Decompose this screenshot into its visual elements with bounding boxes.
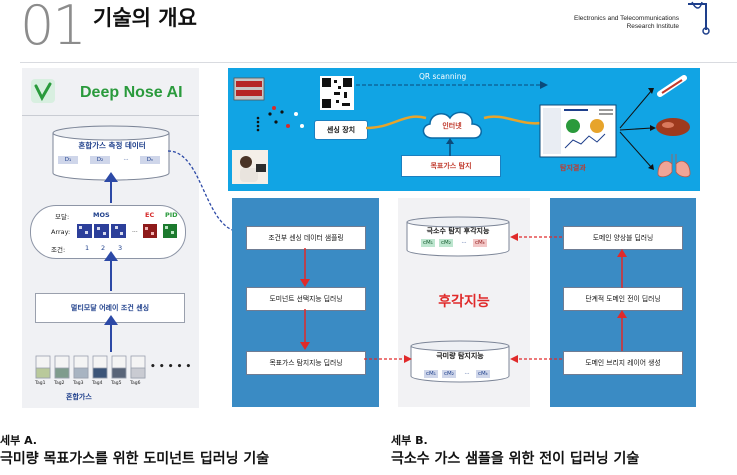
arrow-down-icon <box>300 309 310 350</box>
step-b1: 도메인 양상블 딥러닝 <box>563 226 683 250</box>
result-fan-arrows <box>619 88 656 170</box>
data-chips: D₁ D₂ ··· Dₙ <box>56 156 166 168</box>
arrow-up-icon <box>446 138 454 156</box>
condition-1: 1 <box>85 244 90 252</box>
rare-chip-2: cM₂ <box>439 239 453 247</box>
page-title: 기술의 개요 <box>93 6 197 30</box>
gas-particles-icon <box>256 106 304 132</box>
connector-multimodal-gas <box>110 322 112 352</box>
olfactory-intelligence-label: 후각지능 <box>438 294 490 310</box>
trace-chip-ellipsis: ··· <box>464 371 470 377</box>
step-b2: 단계적 도메인 전이 딥러닝 <box>563 287 683 311</box>
footer-b-title: 극소수 가스 샘플을 위한 전이 딥러닝 기술 <box>391 451 640 467</box>
arrow-up-icon <box>104 172 118 182</box>
step-b3: 도메인 브리지 레이어 생성 <box>563 351 683 375</box>
etri-logo-icon <box>688 1 710 35</box>
trace-chips: cM₁ cM₂ ··· cMₖ <box>424 370 510 380</box>
org-name-line1: Electronics and Telecommunications <box>573 15 679 22</box>
dashed-arrow-a-to-trace <box>364 355 412 363</box>
meat-icon <box>656 118 690 136</box>
chip-d1: D₁ <box>58 156 78 164</box>
connector-cylinder-capsule <box>110 179 112 203</box>
deep-nose-logo-icon <box>31 79 55 103</box>
trace-chip-k: cMₖ <box>476 370 490 378</box>
footer-a-title: 극미량 목표가스를 위한 도미넌트 딥러닝 기술 <box>0 451 270 467</box>
cylinder-title: 혼합가스 측정 데이터 <box>78 141 146 150</box>
org-name: Electronics and Telecommunications Resea… <box>567 15 679 31</box>
footer-a-label: 세부 A. <box>0 434 37 447</box>
section-number: 01 <box>20 0 87 57</box>
gas-bottles: Tag1 Tag2 Tag3 Tag4 Tag5 Tag6 • • • • • <box>32 352 192 394</box>
internet-label: 인터넷 <box>442 122 462 130</box>
mos-label: MOS <box>93 211 110 219</box>
org-name-line2: Research Institute <box>626 23 679 30</box>
step-a2: 도미넌트 선택지능 딥러닝 <box>246 287 366 311</box>
condition-3: 3 <box>118 244 123 252</box>
person-photo-icon <box>232 150 268 184</box>
sensor-device-icon <box>233 77 265 101</box>
rare-detect-cylinder <box>406 216 510 257</box>
condition-2: 2 <box>101 244 106 252</box>
footer-b-label: 세부 B. <box>391 434 428 447</box>
dashboard-screen-icon <box>539 104 617 158</box>
lungs-icon <box>657 154 691 178</box>
gas-tag-2: Tag2 <box>54 381 65 386</box>
condition-label: 조건: <box>51 246 66 254</box>
brand-divider <box>22 115 199 116</box>
cloud-icon <box>422 111 482 139</box>
dashed-arrow-b-to-trace <box>510 355 562 363</box>
arrow-up-icon <box>617 249 627 288</box>
chip-d2: D₂ <box>90 156 110 164</box>
qr-scanning-label: QR scanning <box>419 72 467 81</box>
dashed-arrow-b-to-rare <box>510 233 562 241</box>
rare-chip-ellipsis: ··· <box>461 240 467 246</box>
rare-detect-title: 극소수 탐지 후각지능 <box>426 227 490 235</box>
qr-scan-arrow <box>356 81 548 89</box>
arrow-down-icon <box>300 248 310 287</box>
trace-detect-title: 극미량 탐지지능 <box>436 352 484 360</box>
arrow-up-icon <box>104 315 118 325</box>
result-label: 탐지결과 <box>560 164 586 172</box>
arrow-up-icon <box>617 310 627 351</box>
sensor-array-grids: ··· <box>77 224 177 238</box>
syringe-icon <box>657 75 687 97</box>
target-gas-detect-box: 목표가스 탐지 <box>401 155 501 177</box>
connector-capsule-multimodal <box>110 258 112 291</box>
qr-code-icon <box>320 76 354 110</box>
gas-tag-4: Tag4 <box>92 381 103 386</box>
more-dots: • • • • • <box>150 362 192 372</box>
gas-tag-6: Tag6 <box>130 381 141 386</box>
gas-tag-5: Tag5 <box>111 381 122 386</box>
modal-label: 모달: <box>55 213 70 221</box>
rare-chips: cM₁ cM₂ ··· cMₖ <box>421 239 511 249</box>
header-divider <box>20 62 737 63</box>
svg-text:···: ··· <box>132 229 138 236</box>
sensing-device-box: 센싱 장치 <box>314 120 368 140</box>
trace-chip-2: cM₂ <box>442 370 456 378</box>
pid-label: PID <box>165 211 178 219</box>
chip-ellipsis: ··· <box>123 157 129 163</box>
step-a1: 조건부 센싱 데이터 샘플링 <box>246 226 366 250</box>
ec-label: EC <box>145 211 155 219</box>
mixed-gas-label: 혼합가스 <box>66 393 92 401</box>
brand-title: Deep Nose AI <box>80 84 183 101</box>
rare-chip-k: cMₖ <box>473 239 487 247</box>
array-label: Array: <box>51 228 71 236</box>
gas-data-cylinder <box>52 125 170 181</box>
step-a3: 목표가스 탐지지능 딥러닝 <box>246 351 366 375</box>
trace-chip-1: cM₁ <box>424 370 438 378</box>
rare-chip-1: cM₁ <box>421 239 435 247</box>
gas-tag-3: Tag3 <box>73 381 84 386</box>
chip-dn: Dₙ <box>140 156 160 164</box>
gas-tag-1: Tag1 <box>35 381 46 386</box>
arrow-up-icon <box>104 251 118 261</box>
